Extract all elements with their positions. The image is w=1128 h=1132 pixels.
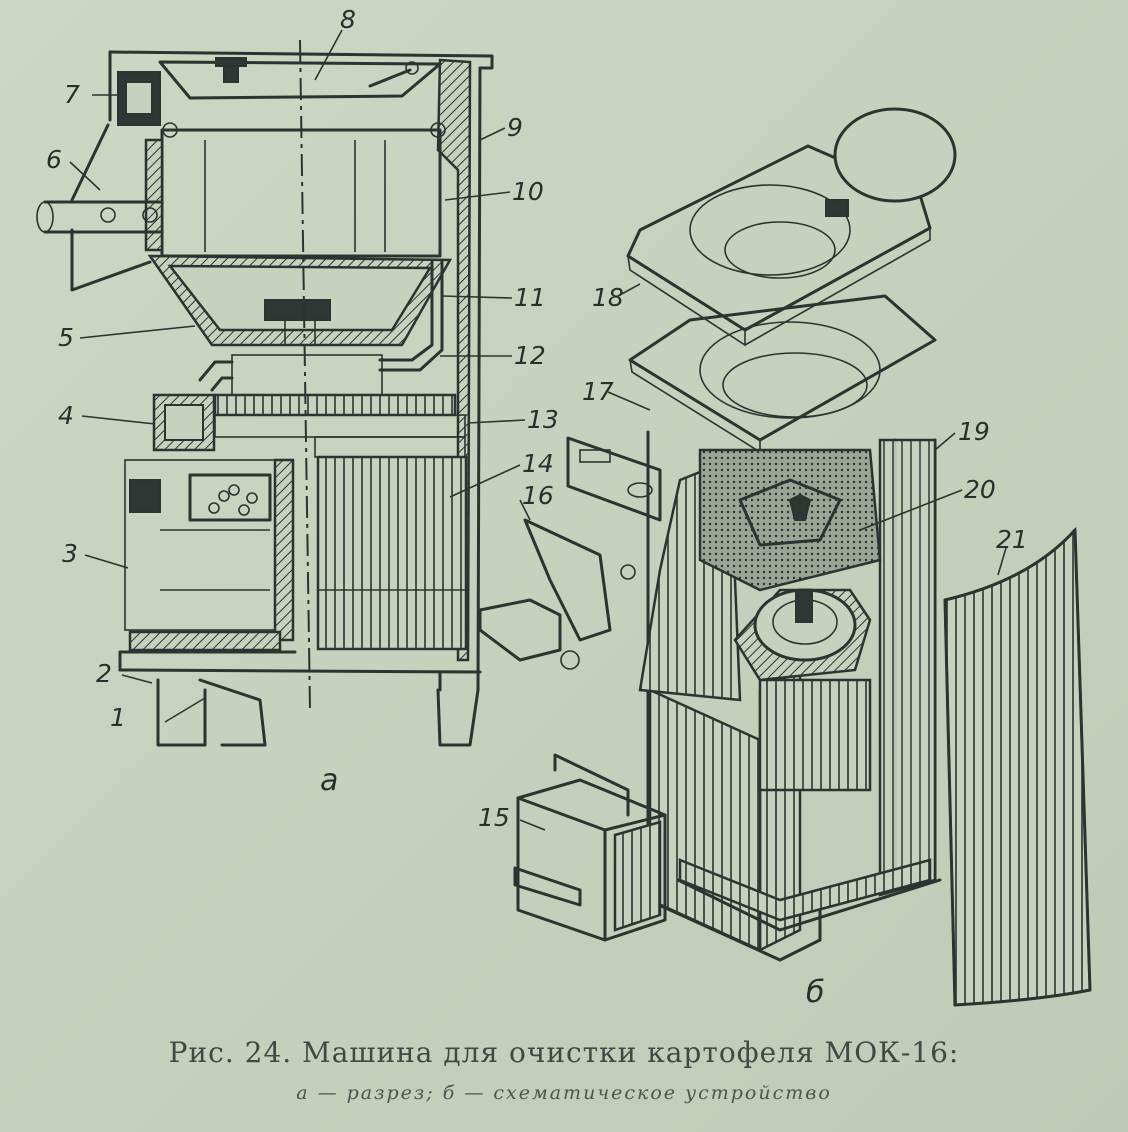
part-label-17: 17 <box>582 377 614 406</box>
part-label-12: 12 <box>514 341 546 370</box>
part-label-16: 16 <box>522 481 554 510</box>
part-label-4: 4 <box>58 401 74 430</box>
part-label-18: 18 <box>592 283 624 312</box>
part-label-20: 20 <box>964 475 996 504</box>
part-label-8: 8 <box>340 5 356 34</box>
part-label-11: 11 <box>514 283 546 312</box>
part-label-21: 21 <box>996 525 1028 554</box>
part-label-5: 5 <box>58 323 74 352</box>
section-view <box>36 39 494 747</box>
leader-lines <box>69 29 1007 831</box>
part-label-10: 10 <box>512 177 544 206</box>
part-label-6: 6 <box>46 145 62 174</box>
exploded-view <box>478 107 1092 1007</box>
panel-label-b: б <box>806 975 825 1010</box>
part-number-labels: 1 2 3 4 5 6 7 8 9 10 11 12 13 14 15 16 1… <box>46 5 1028 832</box>
part-label-1: 1 <box>110 703 126 732</box>
figure-caption-subtitle: а — разрез; б — схематическое устройство <box>296 1082 832 1104</box>
figure-caption-title: Рис. 24. Машина для очистки картофеля МО… <box>168 1036 960 1069</box>
part-label-2: 2 <box>96 659 112 688</box>
part-label-7: 7 <box>64 80 80 109</box>
part-label-3: 3 <box>62 539 78 568</box>
part-label-14: 14 <box>522 449 554 478</box>
part-label-9: 9 <box>507 113 523 142</box>
part-label-13: 13 <box>527 405 559 434</box>
part-label-15: 15 <box>478 803 510 832</box>
part-label-19: 19 <box>958 417 990 446</box>
panel-label-a: а <box>320 763 338 798</box>
